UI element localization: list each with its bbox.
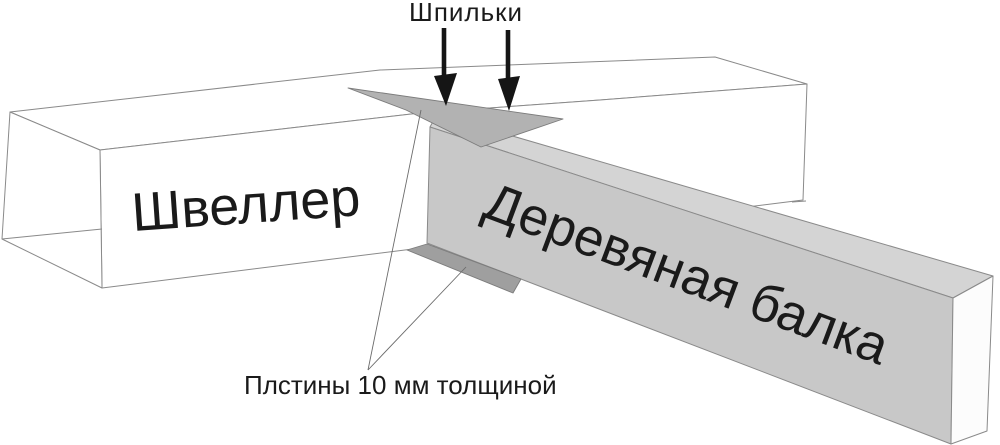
beam-end-face: [950, 275, 994, 445]
stud-arrow-2: [498, 30, 520, 111]
stud-arrow-2-head: [498, 76, 520, 111]
stud-arrow-1: [434, 28, 457, 106]
channel-inner-flange-line: [1, 228, 103, 240]
top-plate: [347, 87, 564, 148]
stud-arrow-1-head: [434, 73, 457, 106]
leader-line-bottom-plate: [367, 266, 467, 371]
wooden-beam: [426, 113, 994, 445]
leader-line-top-plate: [367, 109, 422, 371]
label-plates: Плстины 10 мм толщиной: [244, 370, 557, 400]
channel-left-end-face: [1, 111, 103, 289]
channel-right-bottom-tick: [791, 200, 807, 203]
label-studs: Шпильки: [409, 0, 523, 27]
